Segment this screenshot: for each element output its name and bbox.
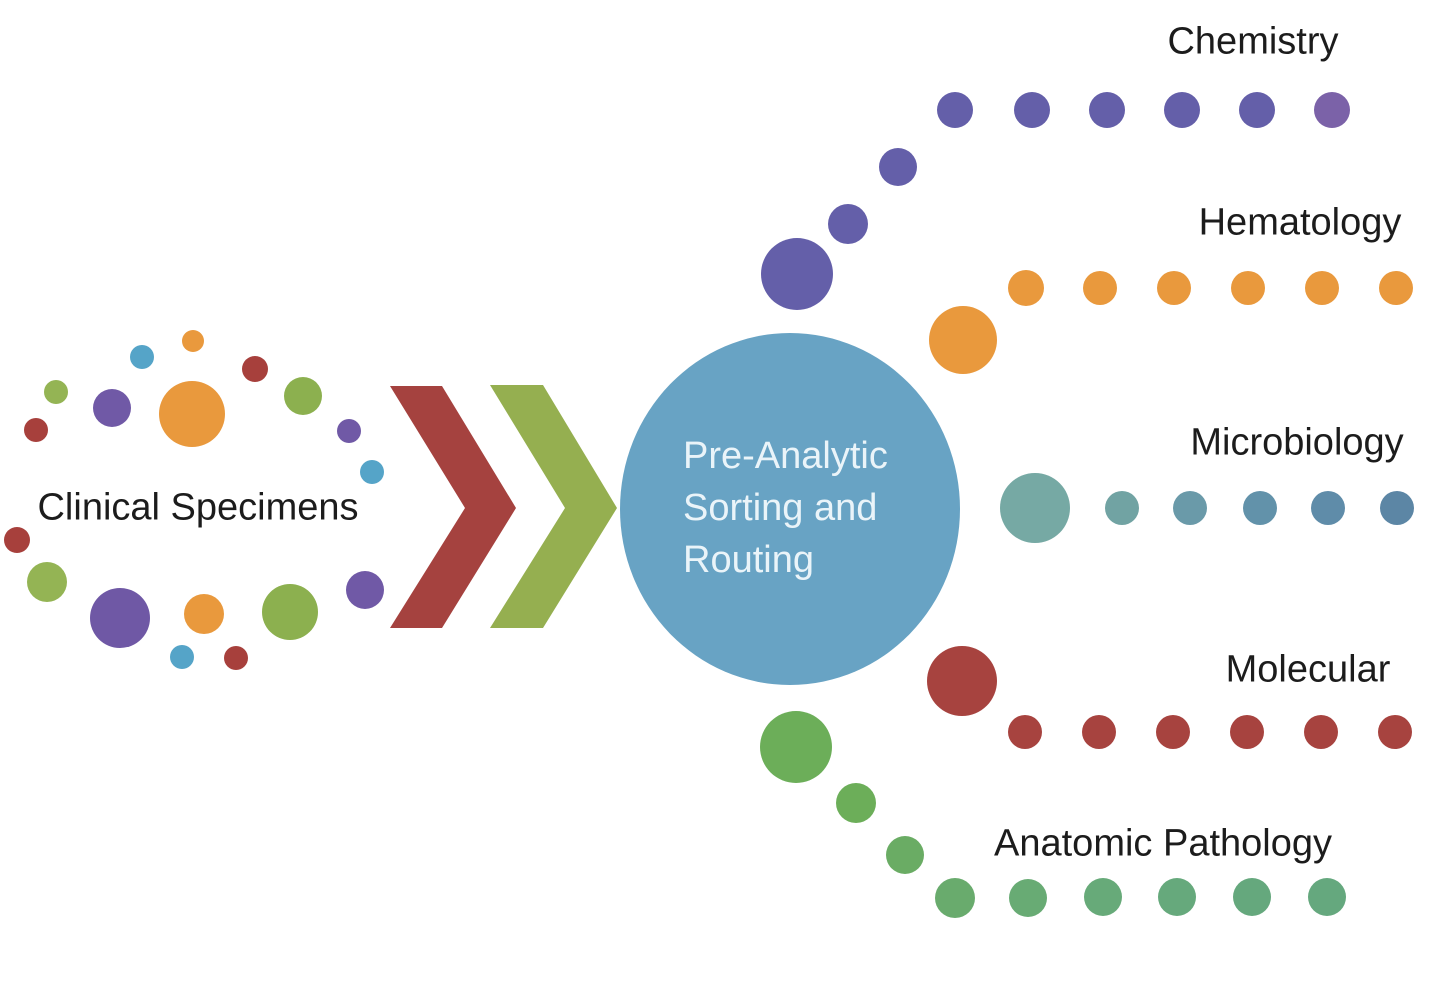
hematology-dot (1008, 270, 1044, 306)
hub-line-2: Sorting and (683, 487, 878, 529)
branch-label-molecular: Molecular (1225, 648, 1391, 691)
anatomic-pathology-dot (1308, 878, 1346, 916)
branch-label-anatomic-pathology: Anatomic Pathology (994, 822, 1332, 865)
anatomic-pathology-dot (1233, 878, 1271, 916)
hub-line-3: Routing (683, 539, 814, 581)
chemistry-dot (1089, 92, 1125, 128)
hematology-dot (1379, 271, 1413, 305)
molecular-dot (1156, 715, 1190, 749)
microbiology-dot (1000, 473, 1070, 543)
chemistry-dot (1164, 92, 1200, 128)
chemistry-dot (1314, 92, 1350, 128)
microbiology-dot (1105, 491, 1139, 525)
specimen-dot (170, 645, 194, 669)
chemistry-dot (828, 204, 868, 244)
hub-line-1: Pre-Analytic (683, 435, 888, 477)
molecular-dot (1304, 715, 1338, 749)
molecular-dot (1230, 715, 1264, 749)
microbiology-dot (1243, 491, 1277, 525)
specimen-dot (130, 345, 154, 369)
specimen-dot (44, 380, 68, 404)
specimen-dot (4, 527, 30, 553)
microbiology-dot (1311, 491, 1345, 525)
branch-label-microbiology: Microbiology (1190, 421, 1404, 464)
sorting-hub-circle: Pre-Analytic Sorting and Routing (620, 333, 960, 685)
specimen-dot (346, 571, 384, 609)
molecular-dot (1082, 715, 1116, 749)
specimen-dot (184, 594, 224, 634)
specimen-dot (24, 418, 48, 442)
specimen-dot (284, 377, 322, 415)
specimen-dot (262, 584, 318, 640)
chemistry-dot (1014, 92, 1050, 128)
molecular-dot (1008, 715, 1042, 749)
hematology-dot (1083, 271, 1117, 305)
anatomic-pathology-dot (836, 783, 876, 823)
molecular-dot (1378, 715, 1412, 749)
anatomic-pathology-dot (886, 836, 924, 874)
specimen-dot (159, 381, 225, 447)
anatomic-pathology-dot (1009, 879, 1047, 917)
cluster-label: Clinical Specimens (37, 486, 359, 529)
hematology-dot (1157, 271, 1191, 305)
chemistry-dot (879, 148, 917, 186)
specimen-dot (337, 419, 361, 443)
specimen-dot (360, 460, 384, 484)
anatomic-pathology-dot (1084, 878, 1122, 916)
molecular-dot (927, 646, 997, 716)
microbiology-dot (1173, 491, 1207, 525)
microbiology-dot (1380, 491, 1414, 525)
hematology-dot (1231, 271, 1265, 305)
specimen-dot (93, 389, 131, 427)
specimen-dot (182, 330, 204, 352)
branch-label-hematology: Hematology (1198, 201, 1402, 244)
chemistry-dot (1239, 92, 1275, 128)
specimen-dot (27, 562, 67, 602)
hematology-dot (929, 306, 997, 374)
branch-label-chemistry: Chemistry (1167, 20, 1339, 63)
anatomic-pathology-dot (935, 878, 975, 918)
specimen-dot (224, 646, 248, 670)
specimen-dot (90, 588, 150, 648)
anatomic-pathology-dot (1158, 878, 1196, 916)
chemistry-dot (937, 92, 973, 128)
anatomic-pathology-dot (760, 711, 832, 783)
chevron-arrow-second (490, 385, 617, 628)
hematology-dot (1305, 271, 1339, 305)
sorting-hub-label: Pre-Analytic Sorting and Routing (683, 430, 888, 586)
chevron-arrow-first (390, 386, 516, 628)
chemistry-dot (761, 238, 833, 310)
specimen-dot (242, 356, 268, 382)
